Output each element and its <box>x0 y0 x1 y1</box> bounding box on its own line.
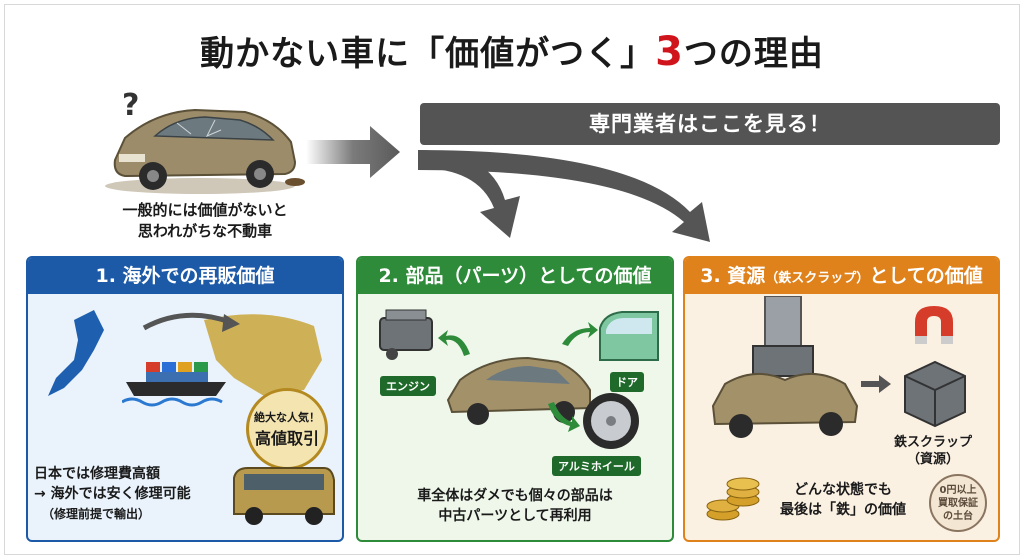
panel1-text-line1: 日本では修理費高額 <box>34 466 160 482</box>
broken-car-illustration <box>105 108 305 194</box>
top-caption-line1: 一般的には価値がないと <box>122 201 288 219</box>
panel2-text-line1: 車全体はダメでも個々の部品は <box>417 488 613 504</box>
parts-car-illustration <box>446 356 591 425</box>
alloy-wheel-icon <box>583 393 639 449</box>
magnet-icon <box>915 306 953 344</box>
question-mark-icon: ? <box>122 88 140 123</box>
right-arrow-icon <box>306 126 400 178</box>
panel3-heading: 3. 資源（鉄スクラップ）としての価値 <box>685 258 998 294</box>
door-icon <box>599 311 659 361</box>
panel3-heading-pre: 3. 資源 <box>700 265 766 287</box>
top-caption-line2: 思われがちな不動車 <box>137 222 273 240</box>
title-number: 3 <box>655 29 684 75</box>
stamp-line1: 0円以上 <box>939 485 977 496</box>
panel3-text: どんな状態でも 最後は「鉄」の価値 <box>765 480 921 520</box>
scrap-label-line2: （資源） <box>906 452 959 467</box>
panel1-text-line2: → 海外では安く修理可能 <box>34 486 191 502</box>
expert-banner: 専門業者はここを見る！ <box>420 103 1000 145</box>
stamp-line3: の土台 <box>943 511 973 522</box>
frame-border <box>4 4 1020 555</box>
down-right-arrow-icon <box>418 150 710 242</box>
label-engine: エンジン <box>380 376 436 396</box>
cargo-ship-icon <box>122 362 226 407</box>
van-illustration <box>233 467 335 525</box>
popularity-badge: 絶大な人気！ 高値取引 <box>246 388 328 470</box>
panel2-heading: 2. 部品（パーツ）としての価値 <box>358 258 672 294</box>
panel3-text-line2: 最後は「鉄」の価値 <box>780 502 906 518</box>
panel2-text: 車全体はダメでも個々の部品は 中古パーツとして再利用 <box>358 486 672 526</box>
arrow-to-wheel-icon <box>548 402 580 432</box>
top-caption: 一般的には価値がないと 思われがちな不動車 <box>90 200 320 242</box>
panel-parts-value: 2. 部品（パーツ）としての価値 エンジン ドア アルミホイール 車全体はダメで… <box>356 256 674 542</box>
map-illustration <box>48 310 322 396</box>
panel2-text-line2: 中古パーツとして再利用 <box>438 508 592 524</box>
badge-line2: 高値取引 <box>254 429 319 448</box>
coins-icon <box>706 477 760 521</box>
panel1-heading: 1. 海外での再販価値 <box>28 258 342 294</box>
title-main: 動かない車に「価値がつく」 <box>200 34 656 74</box>
panel-overseas-resale: 1. 海外での再販価値 絶大な人気！ 高値取引 日本では修理費高額 → 海外では… <box>26 256 344 542</box>
scrap-label-line1: 鉄スクラップ <box>893 435 972 450</box>
page-title: 動かない車に「価値がつく」3つの理由 <box>0 26 1024 75</box>
engine-icon <box>379 309 433 360</box>
arrow-to-door-icon <box>562 322 598 346</box>
panel3-heading-small: （鉄スクラップ） <box>765 271 870 286</box>
guarantee-stamp: 0円以上 買取保証 の土台 <box>929 474 987 532</box>
panel1-text: 日本では修理費高額 → 海外では安く修理可能 （修理前提で輸出） <box>34 464 234 524</box>
panel3-text-line1: どんな状態でも <box>794 482 892 498</box>
label-door: ドア <box>610 372 644 392</box>
stamp-line2: 買取保証 <box>938 498 978 509</box>
arrow-to-engine-icon <box>438 330 470 356</box>
panel3-heading-post: としての価値 <box>869 265 983 287</box>
flow-arrows <box>306 126 710 242</box>
label-alloy-wheel: アルミホイール <box>552 456 641 476</box>
panel1-text-line3: （修理前提で輸出） <box>42 507 151 521</box>
badge-line1: 絶大な人気！ <box>254 411 320 424</box>
down-arrow-icon <box>418 150 520 238</box>
scrap-label: 鉄スクラップ （資源） <box>881 434 985 468</box>
title-suffix: つの理由 <box>683 34 824 74</box>
panel-scrap-value: 3. 資源（鉄スクラップ）としての価値 鉄スクラップ （資源） どんな状態でも … <box>683 256 1000 542</box>
crusher-car-illustration <box>711 296 859 438</box>
arrow-to-scrap-icon <box>861 375 891 393</box>
scrap-cube-icon <box>904 360 966 428</box>
